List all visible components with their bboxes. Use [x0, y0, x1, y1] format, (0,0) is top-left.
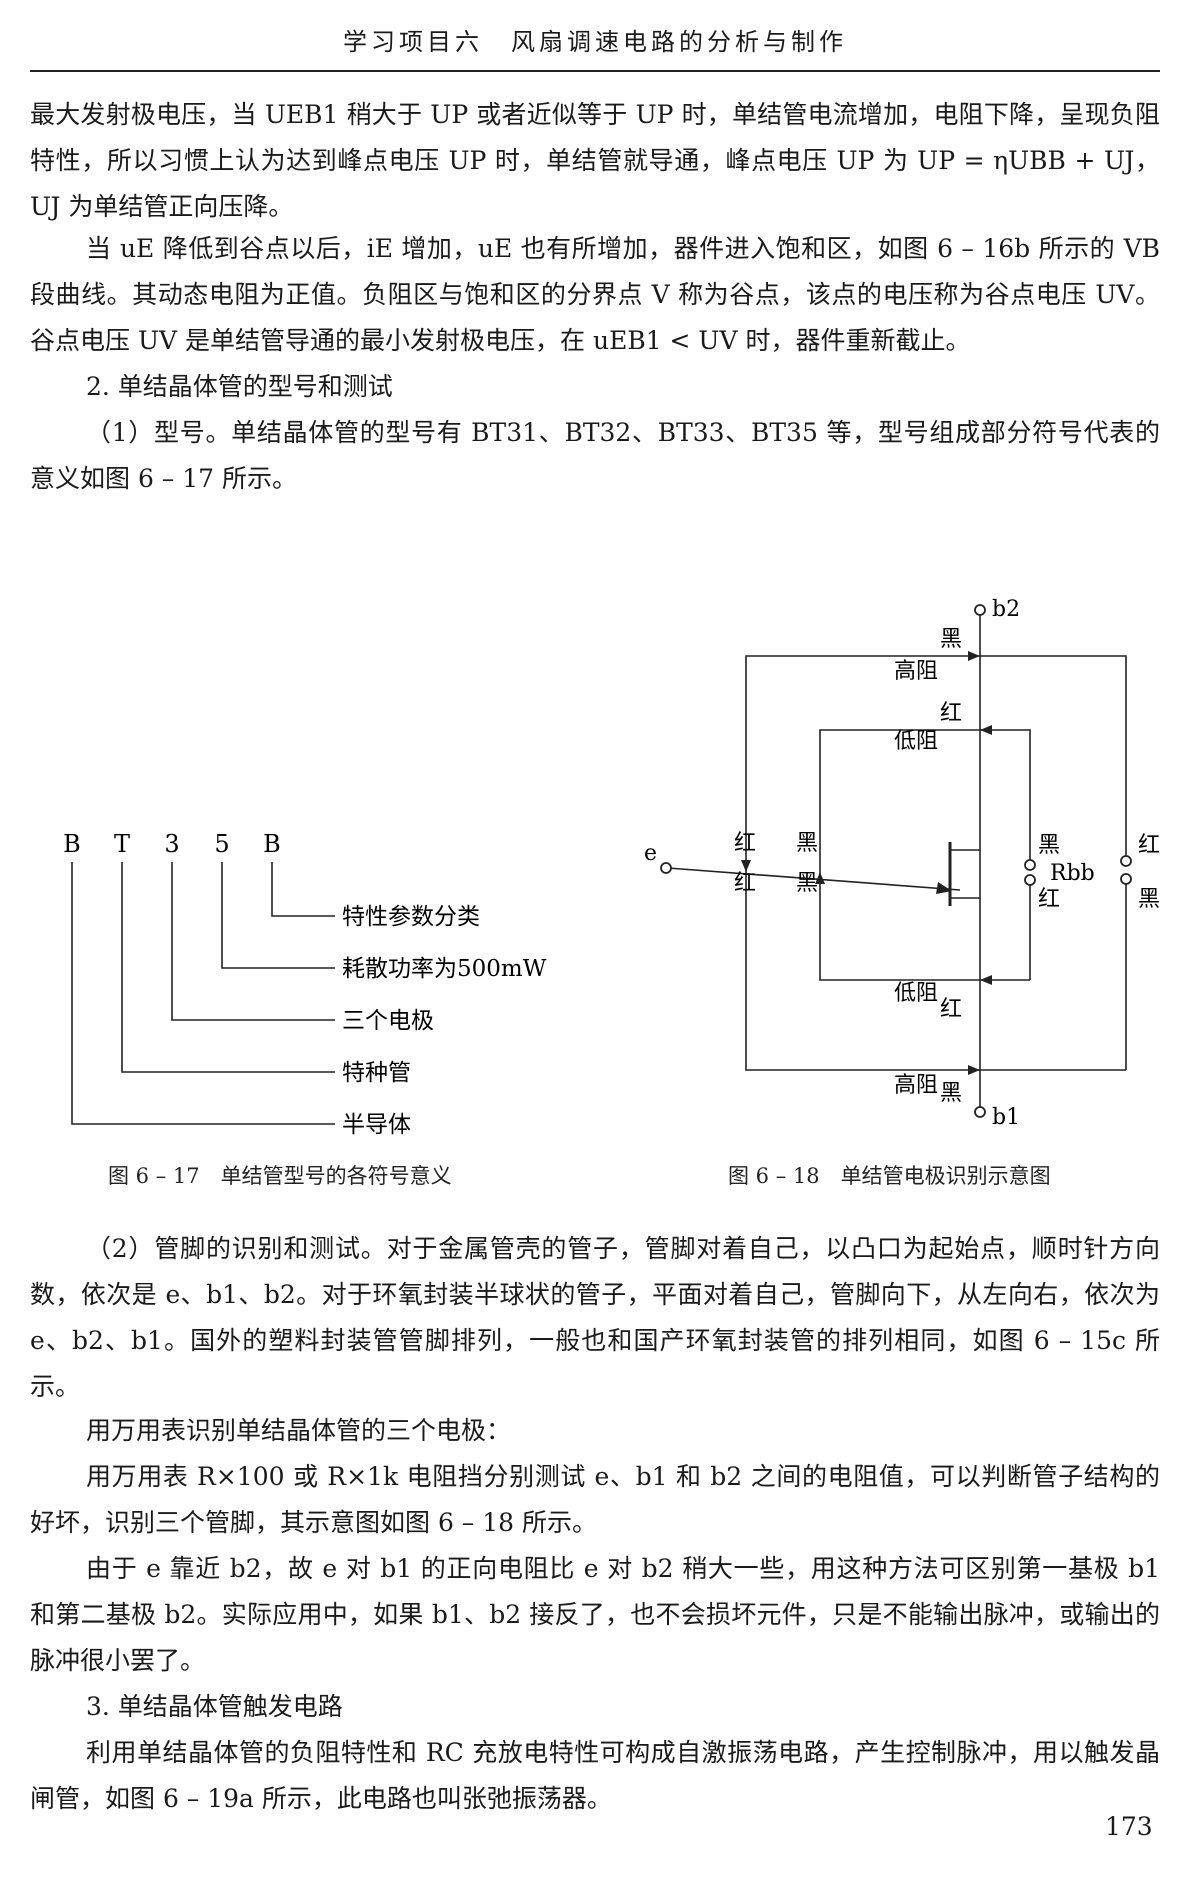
fig18-black-3: 黑 — [796, 871, 818, 896]
fig17-letter-1: B — [63, 830, 81, 858]
paragraph-1: 最大发射极电压，当 UEB1 稍大于 UP 或者近似等于 UP 时，单结管电流增… — [30, 100, 1160, 221]
paragraph-3: （1）型号。单结晶体管的型号有 BT31、BT32、BT33、BT35 等，型号… — [30, 418, 1160, 493]
fig18-red-6: 红 — [940, 997, 962, 1022]
fig18-black-4: 黑 — [1038, 833, 1060, 858]
page-number: 173 — [1105, 1812, 1153, 1841]
fig18-low-bottom: 低阻 — [894, 981, 938, 1006]
fig18-b2: b2 — [992, 597, 1020, 622]
fig18-black-1: 黑 — [940, 627, 962, 652]
figure-6-17: B T 3 5 B 特性参数分类 耗散功率为500mW 三个电极 特种管 半导体 — [63, 830, 547, 1138]
paragraph-6: 用万用表 R×100 或 R×1k 电阻挡分别测试 e、b1 和 b2 之间的电… — [30, 1462, 1160, 1537]
running-header: 学习项目六 风扇调速电路的分析与制作 — [30, 22, 1160, 72]
paragraph-8: 利用单结晶体管的负阻特性和 RC 充放电特性可构成自激振荡电路，产生控制脉冲，用… — [30, 1738, 1160, 1813]
fig17-letter-4: 5 — [214, 830, 229, 858]
figure-6-18: b2 b1 e Rbb 高阻 低阻 低阻 高阻 黑 红 红 红 黑 黑 黑 红 … — [644, 597, 1160, 1130]
paragraph-5: 用万用表识别单结晶体管的三个电极： — [86, 1416, 512, 1445]
fig18-low-top: 低阻 — [894, 729, 938, 754]
fig17-letter-5: B — [263, 830, 281, 858]
fig18-red-5: 红 — [1138, 833, 1160, 858]
section-heading-3: 3. 单结晶体管触发电路 — [86, 1692, 343, 1721]
fig18-red-2: 红 — [734, 831, 756, 856]
fig17-letter-3: 3 — [164, 830, 179, 858]
fig17-caption: 图 6 – 17 单结管型号的各符号意义 — [108, 1164, 452, 1188]
fig18-high-bottom: 高阻 — [894, 1073, 938, 1098]
fig18-b1: b1 — [992, 1105, 1020, 1130]
fig18-black-5: 黑 — [1138, 887, 1160, 912]
paragraph-2: 当 uE 降低到谷点以后，iE 增加，uE 也有所增加，器件进入饱和区，如图 6… — [30, 234, 1160, 355]
paragraph-7: 由于 e 靠近 b2，故 e 对 b1 的正向电阻比 e 对 b2 稍大一些，用… — [30, 1554, 1160, 1675]
fig17-label-4: 特种管 — [342, 1060, 411, 1086]
fig18-black-2: 黑 — [796, 831, 818, 856]
section-heading-2: 2. 单结晶体管的型号和测试 — [86, 372, 393, 401]
fig18-red-1: 红 — [940, 701, 962, 726]
fig17-label-3: 三个电极 — [342, 1008, 434, 1034]
fig17-label-5: 半导体 — [342, 1112, 411, 1138]
fig18-red-4: 红 — [1038, 887, 1060, 912]
paragraph-4: （2）管脚的识别和测试。对于金属管壳的管子，管脚对着自己，以凸口为起始点，顺时针… — [30, 1234, 1160, 1401]
fig17-label-1: 特性参数分类 — [342, 904, 480, 930]
fig17-label-2: 耗散功率为500mW — [342, 956, 547, 982]
fig18-caption: 图 6 – 18 单结管电极识别示意图 — [728, 1164, 1051, 1188]
fig18-black-6: 黑 — [940, 1081, 962, 1106]
fig18-high-top: 高阻 — [894, 659, 938, 684]
fig17-letter-2: T — [114, 830, 130, 858]
fig18-rbb: Rbb — [1050, 861, 1095, 886]
fig18-e: e — [644, 841, 657, 866]
fig18-red-3: 红 — [734, 871, 756, 896]
